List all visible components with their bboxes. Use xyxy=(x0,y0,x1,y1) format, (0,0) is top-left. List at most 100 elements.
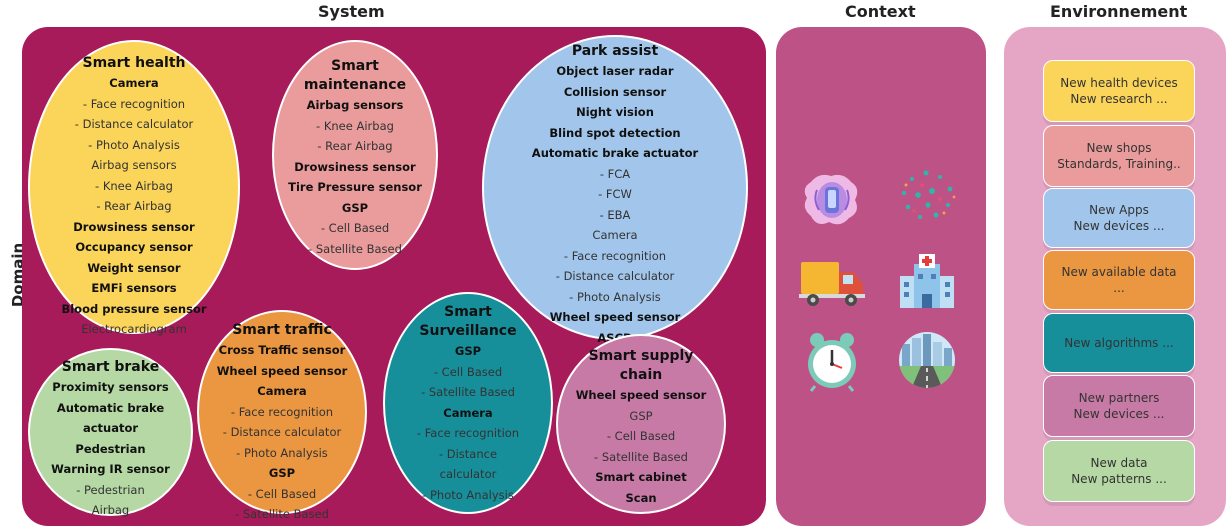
domain-item: Camera xyxy=(109,76,159,90)
domain-item: - FCA xyxy=(599,166,631,181)
env-item-line: New health devices xyxy=(1060,76,1178,90)
domain-item: Wheel speed sensor xyxy=(575,388,707,402)
network-icon xyxy=(901,170,956,219)
domain-item: - Photo Analysis xyxy=(88,137,180,152)
hospital-icon xyxy=(900,254,954,308)
domain-title-line: Surveillance xyxy=(419,323,517,339)
domain-title-line: Smart brake xyxy=(61,359,160,375)
domain-item: GSP xyxy=(268,466,296,480)
domain-title: Smart brake xyxy=(62,358,159,377)
domain-item: Occupancy sensor xyxy=(75,240,193,254)
domain-item: - Photo Analysis xyxy=(236,445,328,460)
domain-item: Drowsiness sensor xyxy=(73,219,195,234)
domain-item: Automatic brake xyxy=(56,400,165,415)
domain-item: Blood pressure sensor xyxy=(61,301,207,316)
env-item-line: New Apps xyxy=(1089,203,1149,217)
domain-item: Collision sensor xyxy=(563,84,667,99)
domain-item: - Distance xyxy=(438,446,498,461)
domain-item: Automatic brake actuator xyxy=(531,146,699,160)
domain-item: - Cell Based xyxy=(320,221,390,235)
domain-item: Camera xyxy=(443,405,493,420)
domain-item: - Photo Analysis xyxy=(569,289,661,304)
context-header: Context xyxy=(845,2,916,21)
env-item-line: New devices ... xyxy=(1073,407,1165,421)
domain-item: - Cell Based xyxy=(247,486,317,501)
domain-title-line: Smart supply xyxy=(588,348,694,364)
system-header: System xyxy=(318,2,385,21)
domain-title-line: maintenance xyxy=(303,77,407,93)
domain-item: - Distance calculator xyxy=(74,117,194,131)
domain-item: Proximity sensors xyxy=(52,380,169,394)
env-item-line: New algorithms ... xyxy=(1064,336,1174,350)
domain-items: Airbag sensors- Knee Airbag- Rear Airbag… xyxy=(288,95,422,259)
domain-item: - Rear Airbag xyxy=(317,139,393,153)
env-item-line: ... xyxy=(1113,281,1125,295)
domain-item: Warning IR sensor xyxy=(51,462,170,476)
domain-item: Wheel speed sensor xyxy=(549,310,681,324)
domain-item: EMFi sensors xyxy=(91,281,177,295)
domain-title-line: Smart traffic xyxy=(232,322,332,338)
domain-item: - Satellite Based xyxy=(308,241,402,256)
domain-item: Cross Traffic sensor xyxy=(218,343,346,357)
domain-item: - Distance calculator xyxy=(222,425,342,439)
alarm-clock-icon xyxy=(808,333,856,392)
env-item-line: New research ... xyxy=(1070,92,1168,106)
domain-title-line: Smart xyxy=(331,58,379,74)
domain-item: actuator xyxy=(82,421,139,435)
domain-item: - Face recognition xyxy=(563,248,667,263)
domain-item: Tire Pressure sensor xyxy=(288,180,422,194)
domain-title: Park assist xyxy=(572,42,658,61)
domain-item: - Cell Based xyxy=(606,429,676,443)
domain-item: Night vision xyxy=(576,105,654,119)
domain-title-line: chain xyxy=(619,367,663,383)
domain-item: - Satellite Based xyxy=(235,507,329,521)
domain-item: Electrocardiogram xyxy=(81,322,187,336)
domain-item: GSP xyxy=(341,200,369,215)
domain-item: GSP xyxy=(454,344,482,358)
domain-item: - Knee Airbag xyxy=(316,118,394,133)
domain-item: - Knee Airbag xyxy=(95,178,173,193)
domain-item: Airbag sensors xyxy=(91,158,177,172)
domain-item: calculator xyxy=(439,467,497,481)
domain-title: Smart supply chain xyxy=(589,347,694,385)
domain-item: GSP xyxy=(629,408,653,423)
env-item: New available data... xyxy=(1043,250,1195,310)
brain-icon xyxy=(804,174,858,225)
delivery-truck-icon xyxy=(799,262,865,306)
domain-title-line: Smart health xyxy=(82,55,186,71)
env-item-line: New devices ... xyxy=(1073,219,1165,233)
domain-item: - Cell Based xyxy=(433,364,503,379)
environment-header: Environnement xyxy=(1050,2,1188,21)
city-road-icon xyxy=(899,332,955,388)
env-item-line: Standards, Training.. xyxy=(1057,157,1181,171)
domain-item: Wheel speed sensor xyxy=(216,363,348,378)
domain-item: - Face recognition xyxy=(230,404,334,419)
domain-item: - Rear Airbag xyxy=(96,199,172,213)
domain-item: Pedestrian xyxy=(75,441,146,456)
domain-item: Scan xyxy=(625,490,657,505)
env-item-line: New patterns ... xyxy=(1071,472,1167,486)
env-item-line: New shops xyxy=(1086,141,1152,155)
domain-item: - Satellite Based xyxy=(421,385,515,399)
domain-item: - Face recognition xyxy=(416,426,520,440)
domain-item: Blind spot detection xyxy=(549,125,681,140)
domain-title: Smart health xyxy=(83,54,186,73)
domain-item: Camera xyxy=(592,228,638,242)
domain-item: - Satellite Based xyxy=(594,449,688,464)
